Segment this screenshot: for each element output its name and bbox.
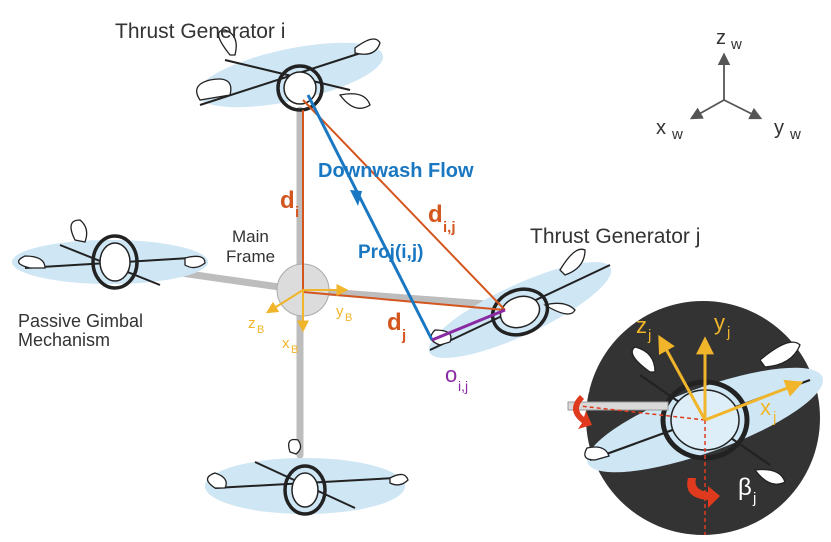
thrust-generator-bottom	[205, 438, 409, 516]
label-downwash-flow: Downwash Flow	[318, 160, 474, 182]
frame-arms	[101, 106, 504, 459]
label-thrust-generator-j: Thrust Generator j	[530, 225, 700, 248]
label-yj-sub: j	[726, 324, 730, 341]
label-yB: y	[336, 303, 344, 320]
thrust-generator-j	[428, 248, 612, 358]
label-zw-sub: w	[730, 36, 742, 53]
label-d-ij-sub: i,j	[443, 219, 456, 236]
label-thrust-generator-i: Thrust Generator i	[115, 20, 285, 43]
label-zj-sub: j	[647, 327, 651, 344]
label-yw: y	[774, 117, 784, 139]
label-xB-sub: B	[291, 344, 298, 356]
alpha-rotation-icon	[572, 395, 592, 429]
label-main-frame-line2: Frame	[226, 247, 275, 266]
label-d-j: d	[387, 309, 402, 336]
label-d-i: d	[280, 187, 295, 214]
label-zj: z	[636, 313, 647, 338]
offset-line	[431, 308, 506, 342]
label-o-ij-sub: i,j	[458, 378, 468, 394]
label-gimbal-line2: Mechanism	[18, 330, 110, 350]
world-axes	[689, 52, 763, 120]
label-main-frame-line1: Main	[232, 227, 269, 246]
label-beta: β	[738, 474, 752, 501]
label-alpha: α	[572, 361, 586, 388]
beta-rotation-icon	[687, 478, 720, 508]
gimbal-inset	[567, 301, 823, 535]
label-d-i-sub: i	[295, 204, 299, 221]
label-xB: x	[282, 335, 290, 352]
label-yw-sub: w	[789, 126, 801, 143]
thrust-generator-i	[196, 29, 384, 112]
label-zw: z	[716, 27, 726, 49]
label-beta-sub: j	[752, 490, 756, 507]
downwash-arrowhead	[350, 190, 362, 206]
label-alpha-sub: j	[586, 377, 590, 394]
label-zB-sub: B	[257, 324, 264, 336]
label-xj-sub: j	[772, 409, 776, 426]
label-zB: z	[248, 315, 256, 332]
label-xw: x	[656, 117, 666, 139]
body-axes	[265, 284, 349, 333]
label-d-j-sub: j	[401, 327, 406, 344]
label-o-ij: o	[445, 362, 457, 387]
label-yj: y	[714, 310, 725, 335]
distance-line-dij	[302, 99, 506, 311]
label-xw-sub: w	[671, 126, 683, 143]
label-xj: x	[760, 395, 771, 420]
label-d-ij: d	[428, 201, 443, 228]
label-yB-sub: B	[345, 312, 352, 324]
thrust-generator-left	[12, 219, 208, 290]
label-gimbal-line1: Passive Gimbal	[18, 311, 143, 331]
label-proj: Proj(i,j)	[358, 242, 423, 263]
downwash-line	[306, 94, 434, 341]
